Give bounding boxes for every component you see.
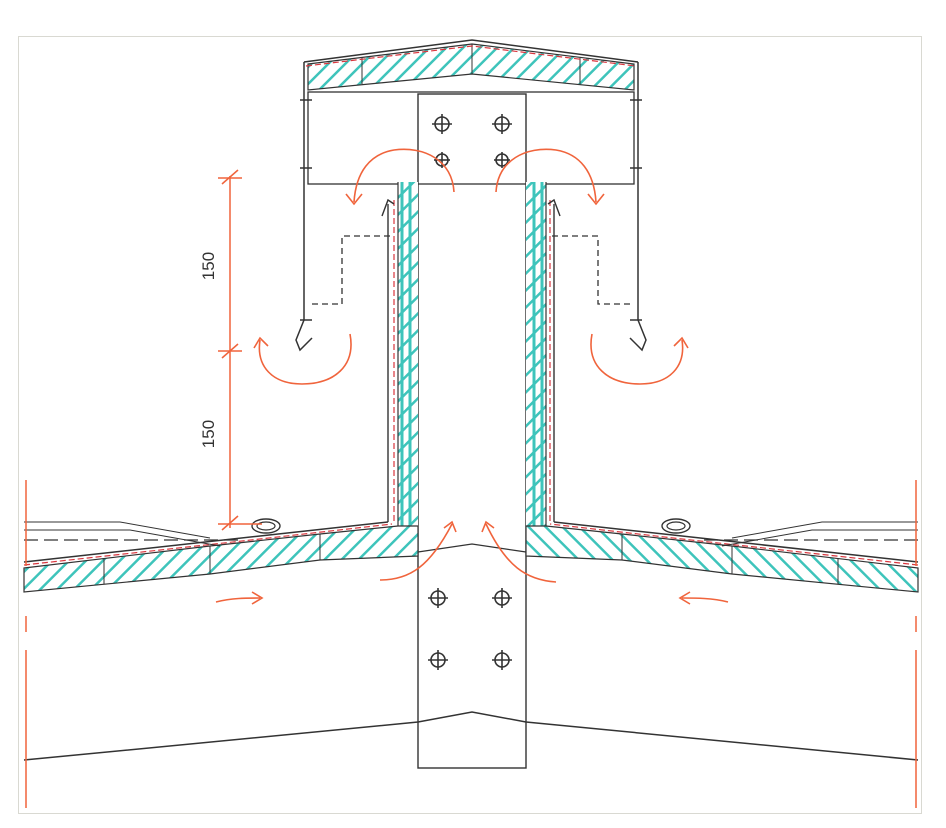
ridge-curve [417, 543, 527, 553]
baffle-right [552, 235, 634, 305]
cap-side-skirt-right [629, 62, 647, 352]
dimension-upper-label: 150 [199, 252, 218, 280]
roof-slope-left [23, 521, 419, 593]
central-post [417, 93, 527, 769]
cap-side-skirt-left [295, 62, 313, 352]
drawing-frame [18, 36, 922, 814]
dimension-line [218, 169, 262, 531]
bolt-icon [428, 114, 512, 670]
beam-line [23, 711, 919, 761]
upstand-right [526, 182, 561, 526]
clip-icon [251, 518, 691, 534]
baffle-left [308, 235, 390, 305]
roof-slope-right [525, 521, 919, 593]
upstand-left [381, 182, 418, 526]
wall-lines [25, 480, 917, 808]
airflow-arrow-icon [215, 148, 729, 605]
dimension-lower-label: 150 [199, 420, 218, 448]
ridge-cap [303, 39, 639, 185]
